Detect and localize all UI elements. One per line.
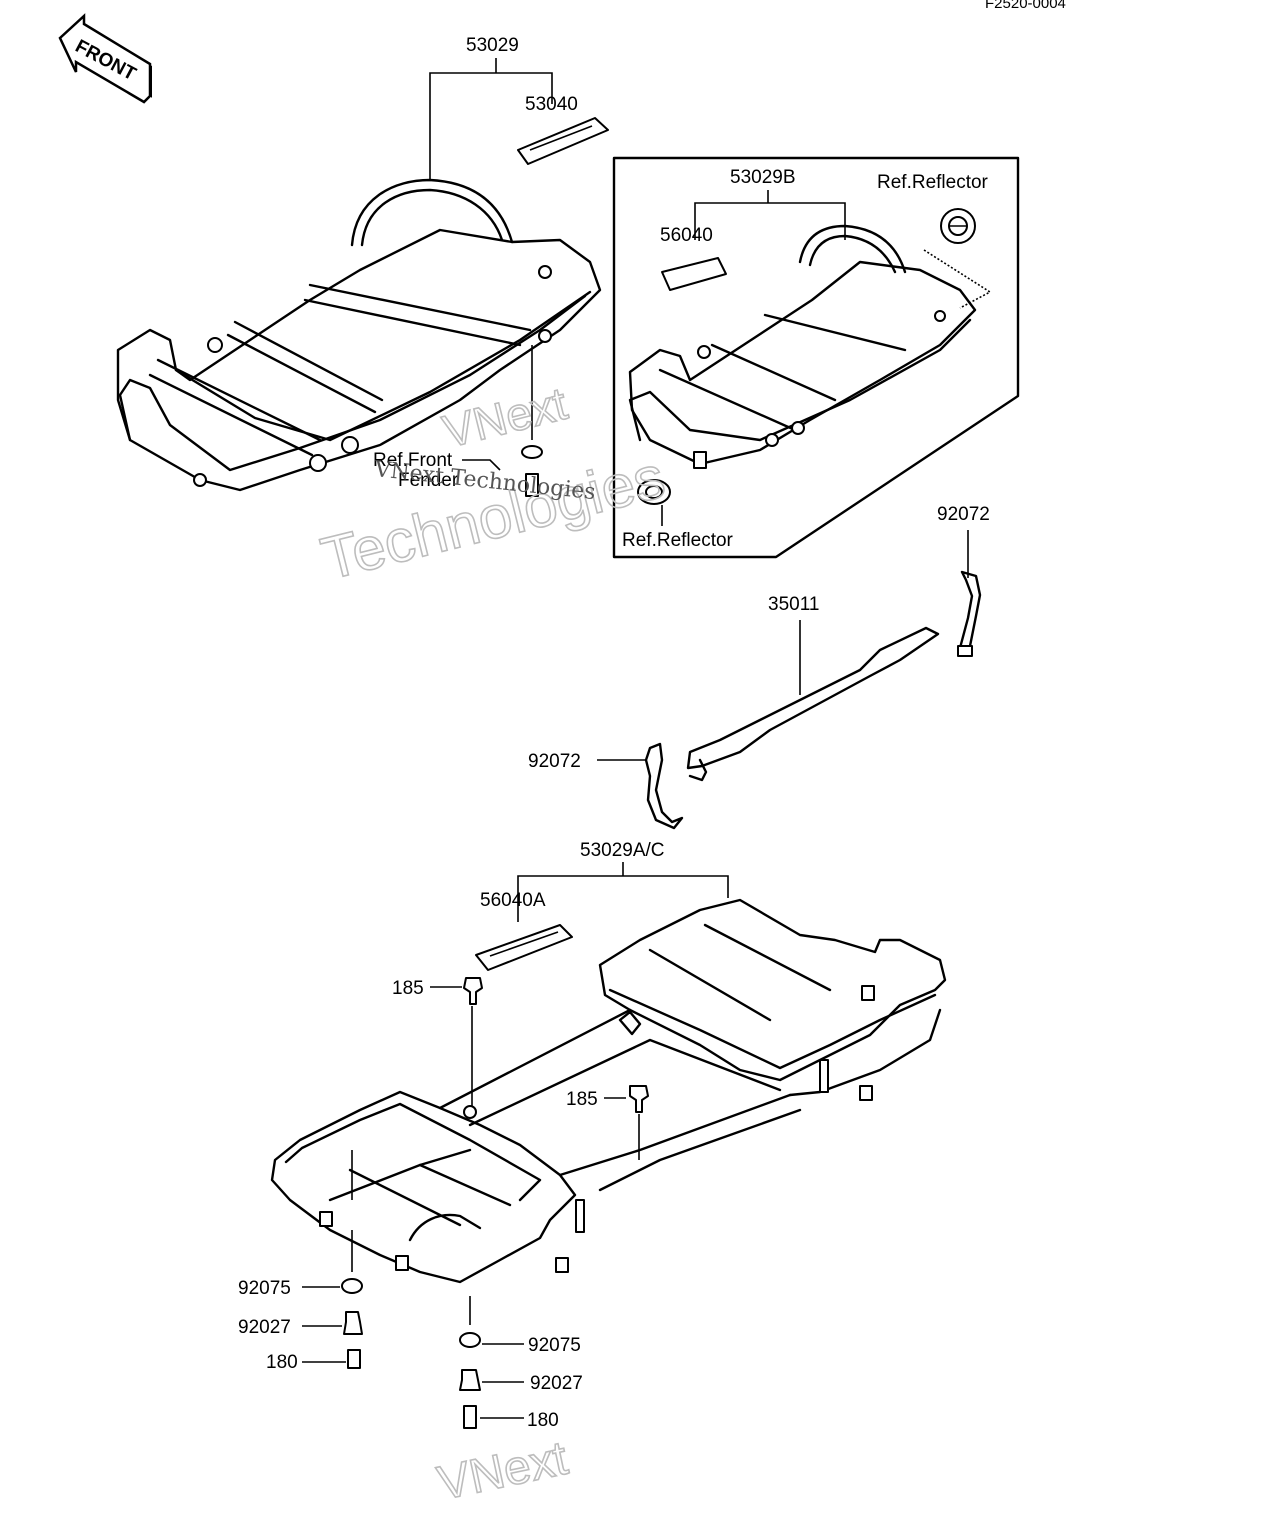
- label-53029: 53029: [466, 35, 519, 56]
- label-180-left: 180: [266, 1352, 298, 1373]
- label-53040: 53040: [525, 94, 578, 115]
- label-180-right: 180: [527, 1410, 559, 1431]
- label-92075-left: 92075: [238, 1278, 291, 1299]
- label-ref-reflector-bottom: Ref.Reflector: [622, 530, 734, 551]
- brace-35011: 92072 35011 92072: [528, 504, 990, 830]
- watermark: VNext Technologies VNext Technologies VN…: [314, 376, 672, 1511]
- label-ref-front-fender-line1: Ref.Front: [373, 450, 453, 471]
- watermark-2: Technologies: [315, 443, 671, 593]
- decal-53040: [517, 117, 609, 165]
- decal-56040: [661, 257, 727, 291]
- label-92072-left: 92072: [528, 751, 581, 772]
- label-56040: 56040: [660, 225, 713, 246]
- rack-53029: 53029 53040 Ref.Front Fender: [116, 35, 609, 497]
- reflector-icon: [940, 208, 976, 244]
- label-35011: 35011: [768, 594, 819, 615]
- label-185-a: 185: [392, 978, 424, 999]
- label-53029B: 53029B: [730, 167, 796, 188]
- label-92027-right: 92027: [530, 1373, 583, 1394]
- label-56040A: 56040A: [480, 890, 546, 911]
- label-ref-reflector-top: Ref.Reflector: [877, 172, 989, 193]
- label-53029AC: 53029A/C: [580, 840, 665, 861]
- label-185-b: 185: [566, 1089, 598, 1110]
- watermark-1: VNext: [438, 377, 572, 458]
- front-arrow-icon: FRONT: [58, 13, 152, 104]
- diagram-code: F2520-0004: [985, 0, 1066, 12]
- label-92072-top: 92072: [937, 504, 990, 525]
- watermark-4: VNext: [433, 1432, 572, 1511]
- reflector-bottom-icon: [637, 479, 671, 505]
- rack-53029AC: 53029A/C 56040A 185: [238, 840, 947, 1431]
- label-92075-right: 92075: [528, 1335, 581, 1356]
- label-92027-left: 92027: [238, 1317, 291, 1338]
- label-ref-front-fender-line2: Fender: [398, 470, 459, 491]
- inset-53029B: 53029B 56040 Ref.Reflector Ref.Re: [612, 156, 1020, 559]
